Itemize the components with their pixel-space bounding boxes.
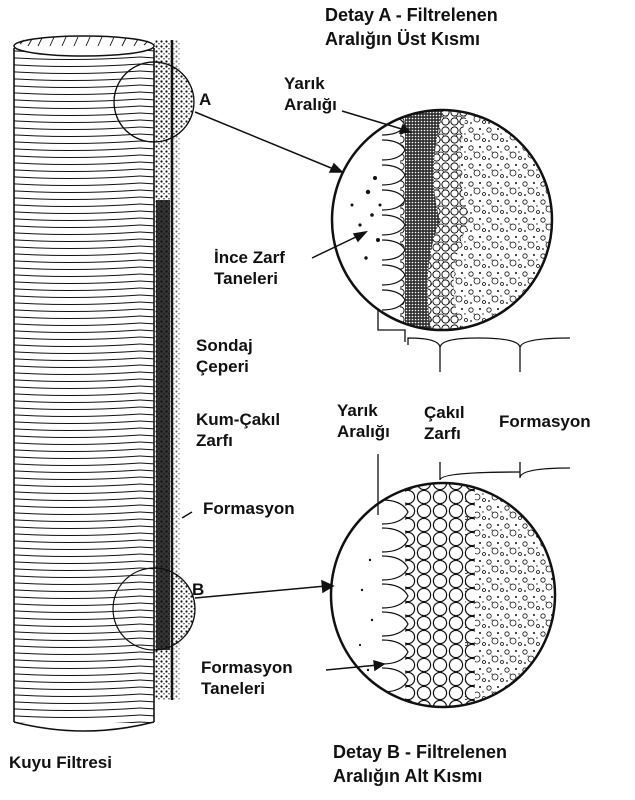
gravel-pack-mid-label: Çakıl Zarfı [424, 402, 465, 444]
formation-grains-label: Formasyon Taneleri [201, 657, 293, 699]
detail-b-circle [330, 483, 565, 708]
well-screen-label: Kuyu Filtresi [9, 752, 112, 773]
slot-gap-top-label: Yarık Aralığı [284, 73, 337, 115]
slot-gap-mid-label: Yarık Aralığı [337, 400, 390, 442]
well-screen-cylinder [14, 36, 154, 731]
marker-a: A [199, 89, 211, 110]
slot-gap-top-line1: Yarık [284, 73, 337, 94]
detail-b-title: Detay B - Filtrelenen Aralığın Alt Kısmı [333, 740, 507, 788]
formation-grains-line1: Formasyon [201, 657, 293, 678]
slot-gap-mid-line2: Aralığı [337, 421, 390, 442]
formation-mid-label: Formasyon [499, 411, 591, 432]
detail-b-title-line1: Detay B - Filtrelenen [333, 740, 507, 764]
detail-a-title-line1: Detay A - Filtrelenen [325, 3, 498, 27]
sand-gravel-pack-line2: Zarfı [196, 430, 280, 451]
detail-a-circle [330, 105, 560, 335]
sand-gravel-pack-line1: Kum-Çakıl [196, 409, 280, 430]
detail-a-title: Detay A - Filtrelenen Aralığın Üst Kısmı [325, 3, 498, 51]
borehole-wall-label: Sondaj Çeperi [196, 335, 253, 377]
formation-left-label: Formasyon [203, 498, 295, 519]
fine-pack-grains-line2: Taneleri [214, 268, 285, 289]
gravel-pack-mid-line2: Zarfı [424, 423, 465, 444]
slot-gap-top-line2: Aralığı [284, 94, 337, 115]
slot-gap-mid-line1: Yarık [337, 400, 390, 421]
detail-b-title-line2: Aralığın Alt Kısmı [333, 764, 507, 788]
marker-b: B [192, 579, 204, 600]
detail-a-title-line2: Aralığın Üst Kısmı [325, 27, 498, 51]
sand-gravel-pack-label: Kum-Çakıl Zarfı [196, 409, 280, 451]
gravel-pack-mid-line1: Çakıl [424, 402, 465, 423]
borehole-wall-line2: Çeperi [196, 356, 253, 377]
fine-pack-grains-label: İnce Zarf Taneleri [214, 247, 285, 289]
fine-pack-grains-line1: İnce Zarf [214, 247, 285, 268]
borehole-wall-line1: Sondaj [196, 335, 253, 356]
formation-grains-line2: Taneleri [201, 678, 293, 699]
